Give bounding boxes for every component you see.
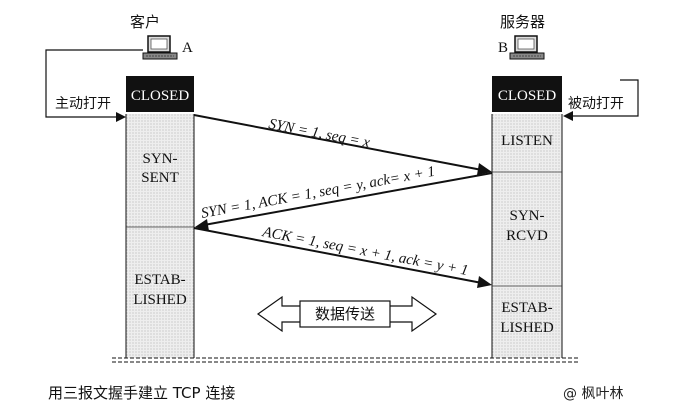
time-baseline [112, 357, 578, 363]
server-syn-rcvd-line1: SYN- [509, 208, 544, 224]
syn-message-label: SYN = 1, seq = x [267, 116, 371, 151]
server-computer-icon [509, 35, 545, 60]
client-syn-sent-line1: SYN- [142, 151, 177, 167]
figure-caption: 用三报文握手建立 TCP 连接 [48, 384, 235, 402]
client-timeline [125, 114, 195, 358]
client-syn-sent-line2: SENT [141, 170, 179, 186]
data-transfer-arrow [256, 295, 438, 333]
client-established-line2: LISHED [133, 292, 186, 308]
ack-arrow [193, 227, 492, 288]
client-closed-state: CLOSED [126, 76, 194, 112]
client-closed-label: CLOSED [131, 88, 190, 104]
server-syn-rcvd-line2: RCVD [506, 228, 548, 244]
server-timeline [491, 114, 563, 358]
passive-open-arrow [563, 79, 639, 121]
active-open-arrow [45, 49, 143, 122]
client-established-line1: ESTAB- [134, 272, 185, 288]
passive-open-label: 被动打开 [568, 95, 624, 112]
server-host-letter: B [498, 40, 508, 56]
active-open-label: 主动打开 [55, 95, 111, 112]
syn-ack-message-label: SYN = 1, ACK = 1, seq = y, ack= x + 1 [200, 164, 436, 222]
server-closed-label: CLOSED [498, 88, 557, 104]
data-transfer-label: 数据传送 [315, 305, 375, 323]
client-title: 客户 [130, 13, 160, 31]
syn-arrow [193, 114, 492, 175]
server-established-line1: ESTAB- [501, 300, 552, 316]
server-established-line2: LISHED [500, 320, 553, 336]
ack-message-label: ACK = 1, seq = x + 1, ack = y + 1 [260, 224, 469, 279]
client-computer-icon [142, 35, 178, 60]
server-title: 服务器 [500, 13, 545, 31]
server-closed-state: CLOSED [492, 76, 562, 112]
server-listen-label: LISTEN [501, 133, 553, 149]
watermark: @ 枫叶林 [563, 386, 623, 402]
client-host-letter: A [182, 40, 193, 56]
